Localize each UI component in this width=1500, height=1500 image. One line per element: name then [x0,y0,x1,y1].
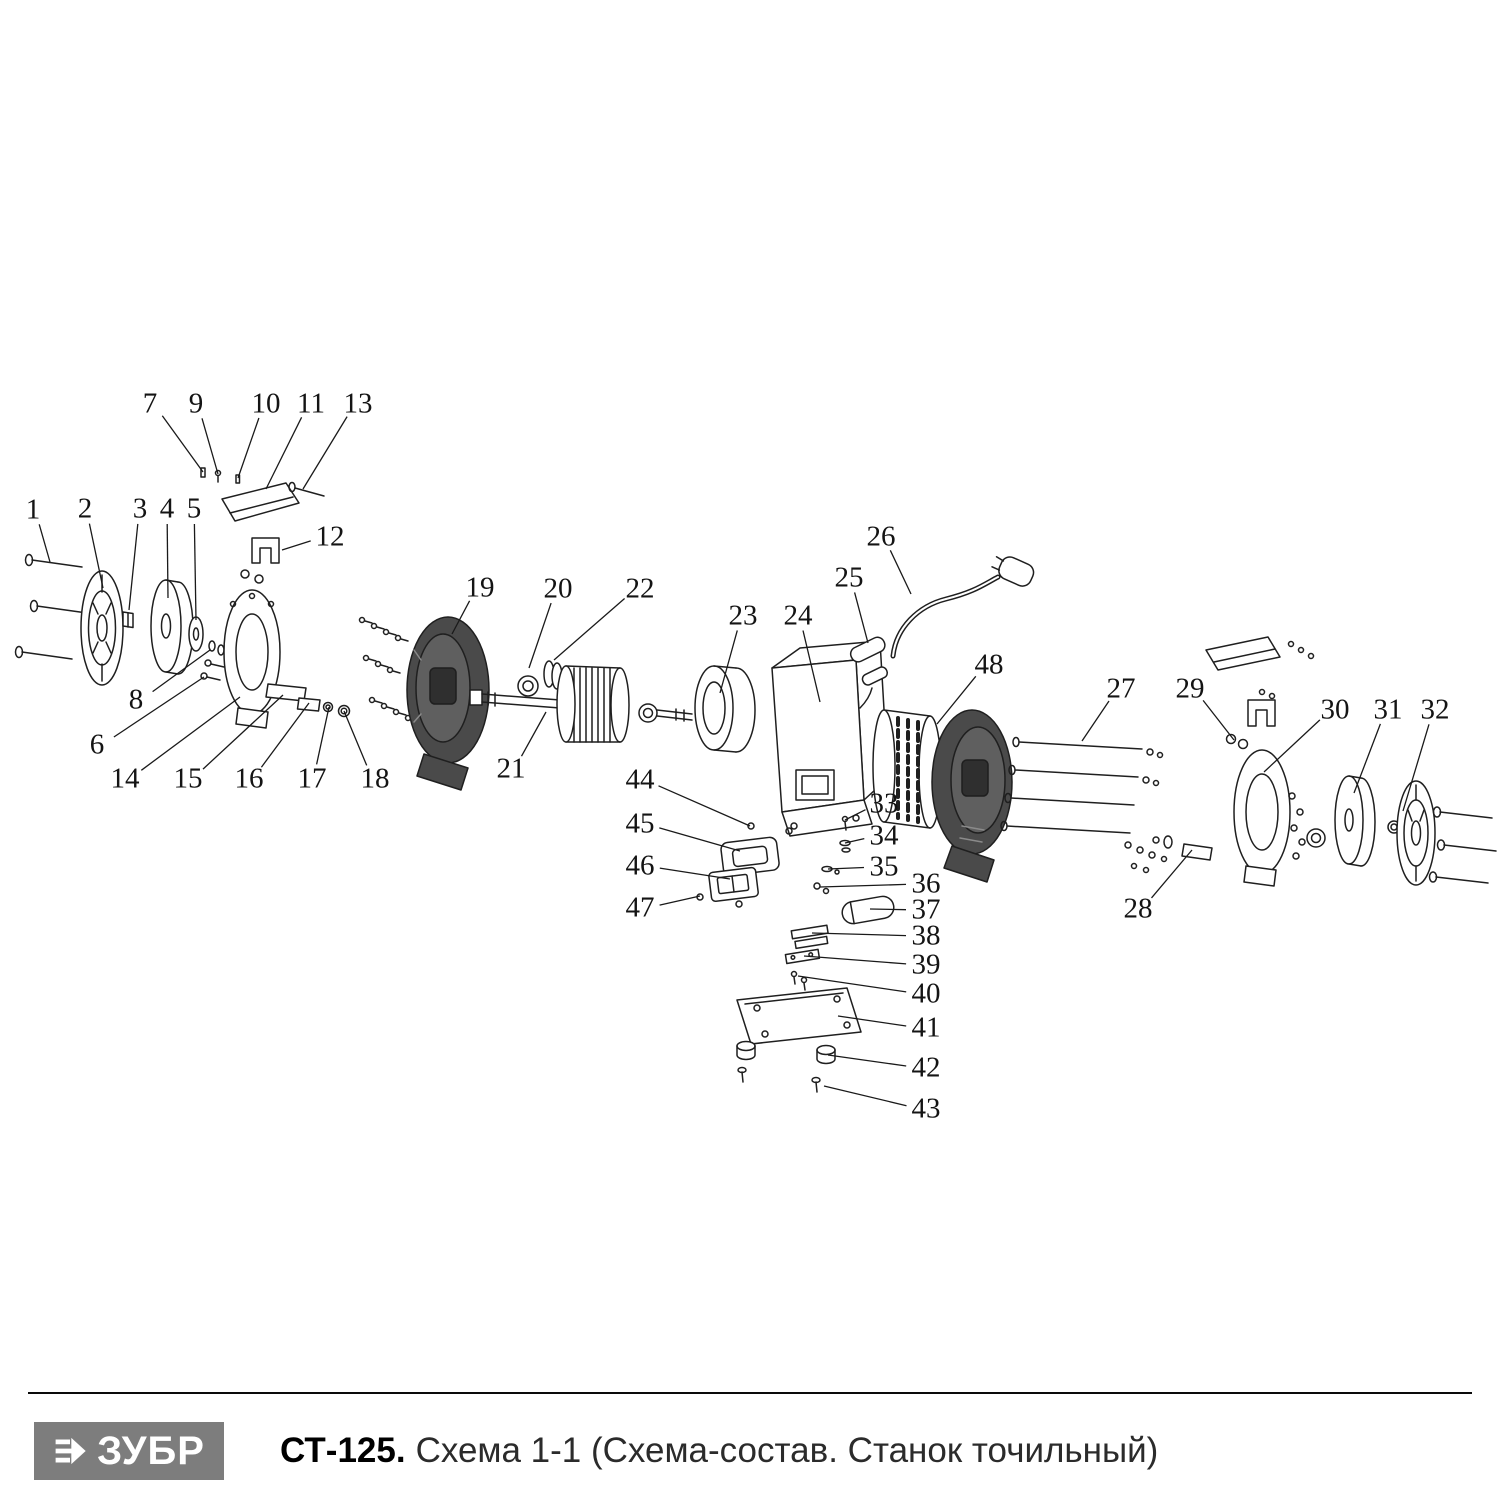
part-label-17: 17 [297,762,327,795]
part-label-16: 16 [234,762,264,795]
part-label-23: 23 [728,599,758,632]
part-label-28: 28 [1123,892,1153,925]
zubr-logo-text: ЗУБР [97,1428,205,1473]
part-label-5: 5 [186,492,202,525]
part-stator-windings [872,709,942,829]
part-label-29: 29 [1175,672,1205,705]
part-spark-guard-right [1205,636,1315,671]
part-label-18: 18 [360,762,390,795]
part-label-10: 10 [251,387,281,420]
zubr-logo: ЗУБР [34,1422,224,1480]
part-right-bolts [1428,806,1497,884]
part-label-30: 30 [1320,693,1350,726]
part-label-14: 14 [110,762,140,795]
part-capacitor [849,636,889,709]
part-label-45: 45 [625,807,655,840]
exploded-diagram [14,467,1497,1093]
part-label-36: 36 [911,867,941,900]
part-label-2: 2 [77,492,93,525]
part-label-26: 26 [866,520,896,553]
part-end-bell-left [406,616,490,791]
part-label-11: 11 [297,387,325,420]
part-label-34: 34 [869,819,899,852]
part-label-37: 37 [911,893,941,926]
part-label-9: 9 [188,387,204,420]
schema-title: СТ-125.Схема 1-1 (Схема-состав. Станок т… [280,1431,1158,1471]
footer-divider [28,1392,1472,1394]
part-label-6: 6 [89,728,105,761]
part-shaft-rotor [469,660,693,744]
footer-row: ЗУБР СТ-125.Схема 1-1 (Схема-состав. Ста… [34,1422,1500,1480]
part-label-21: 21 [496,752,526,785]
part-label-25: 25 [834,561,864,594]
part-label-4: 4 [159,492,175,525]
part-label-13: 13 [343,387,373,420]
part-wheel-cover-left [80,570,124,686]
part-label-19: 19 [465,571,495,604]
part-label-15: 15 [173,762,203,795]
part-label-33: 33 [869,787,899,820]
part-power-cord [890,556,1035,659]
schema-subtitle: Схема 1-1 (Схема-состав. Станок точильны… [415,1431,1159,1470]
part-label-40: 40 [911,977,941,1010]
part-label-31: 31 [1373,693,1403,726]
part-label-38: 38 [911,919,941,952]
part-label-39: 39 [911,948,941,981]
part-label-8: 8 [128,683,144,716]
zubr-arrow-icon [55,1437,86,1465]
part-label-20: 20 [543,572,573,605]
part-spark-guard-left [221,482,300,522]
part-wheel-guard-right [1233,749,1326,887]
part-label-24: 24 [783,599,813,632]
part-label-47: 47 [625,891,655,924]
part-label-44: 44 [625,763,655,796]
footer: ЗУБР СТ-125.Схема 1-1 (Схема-состав. Ста… [0,1392,1500,1480]
part-grinding-wheel-left [150,579,194,675]
part-label-46: 46 [625,849,655,882]
part-label-41: 41 [911,1011,941,1044]
part-label-3: 3 [132,492,148,525]
part-label-32: 32 [1420,693,1450,726]
part-left-bolts [14,553,88,660]
part-end-bell-right [931,709,1013,883]
part-label-48: 48 [974,648,1004,681]
part-label-7: 7 [142,387,158,420]
part-label-27: 27 [1106,672,1136,705]
part-bracket-left [240,537,280,584]
model-number: СТ-125. [280,1431,406,1470]
part-small-parts-column [784,815,895,991]
part-label-12: 12 [315,520,345,553]
part-label-1: 1 [25,493,41,526]
part-hub-nut-left [122,611,134,629]
part-label-42: 42 [911,1051,941,1084]
part-label-43: 43 [911,1092,941,1125]
part-label-22: 22 [625,572,655,605]
part-label-35: 35 [869,850,899,883]
